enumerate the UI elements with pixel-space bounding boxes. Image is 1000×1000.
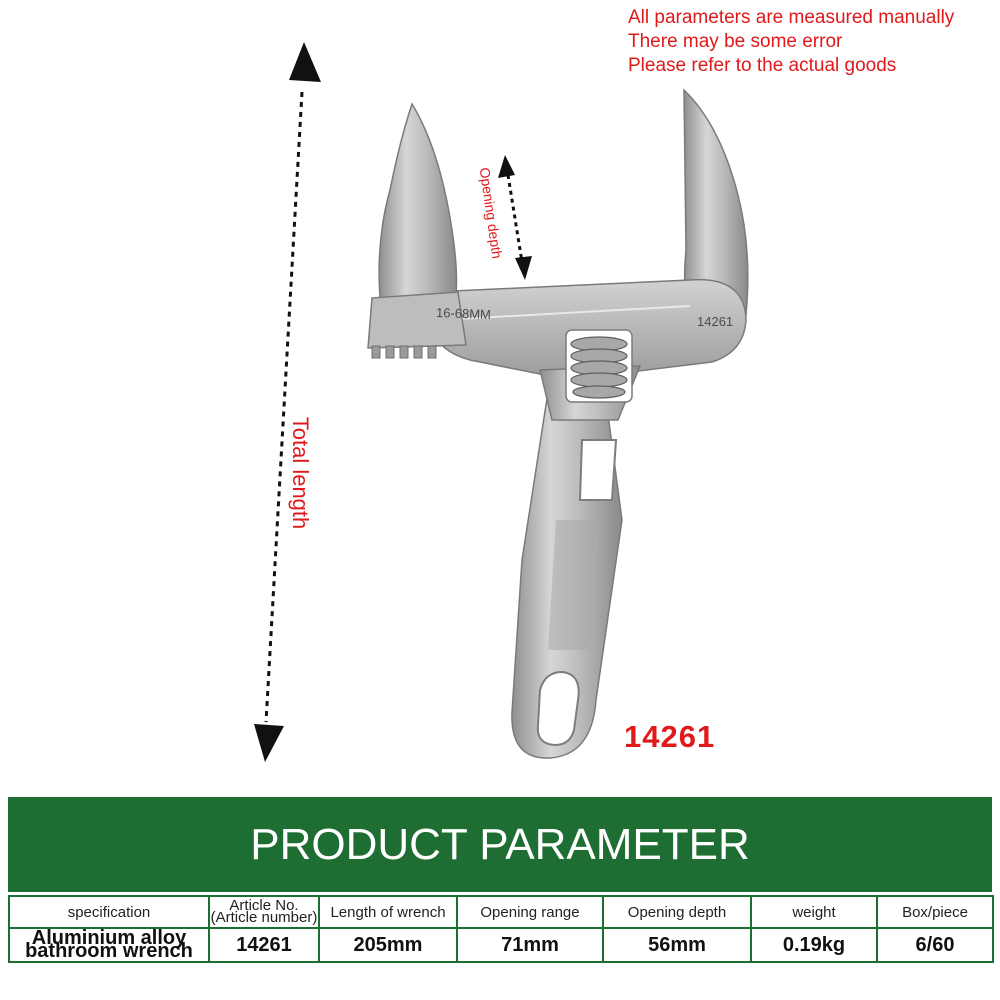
value-length: 205mm	[318, 927, 458, 963]
value-opening-range: 71mm	[456, 927, 604, 963]
value-spec-line2: bathroom wrench	[25, 940, 193, 962]
wrench	[367, 88, 749, 759]
header-opening-range: Opening range	[456, 895, 604, 929]
header-box: Box/piece	[876, 895, 994, 929]
table-row: Aluminium alloy bathroom wrench 14261 20…	[8, 927, 994, 963]
value-specification: Aluminium alloy bathroom wrench	[8, 927, 210, 963]
engraved-range: 16-68MM	[435, 305, 492, 322]
header-article: Article No. (Article number)	[208, 895, 320, 929]
wrench-illustration	[254, 42, 749, 762]
note-line-3: Please refer to the actual goods	[628, 55, 897, 76]
header-weight: weight	[750, 895, 878, 929]
total-length-arrow	[254, 42, 321, 762]
header-opening-depth: Opening depth	[602, 895, 752, 929]
value-article: 14261	[208, 927, 320, 963]
parameter-table: specification Article No. (Article numbe…	[8, 895, 994, 963]
header-specification: specification	[8, 895, 210, 929]
value-box: 6/60	[876, 927, 994, 963]
engraved-number: 14261	[697, 314, 734, 329]
header-article-line2: (Article number)	[210, 909, 318, 926]
value-weight: 0.19kg	[750, 927, 878, 963]
product-parameter-banner: PRODUCT PARAMETER	[8, 797, 992, 892]
note-line-1: All parameters are measured manually	[628, 7, 955, 28]
disclaimer-notes: All parameters are measured manually The…	[628, 6, 954, 78]
value-opening-depth: 56mm	[602, 927, 752, 963]
total-length-label: Total length	[288, 416, 313, 530]
note-line-2: There may be some error	[628, 31, 843, 52]
opening-depth-arrow	[498, 155, 532, 280]
model-number: 14261	[624, 719, 716, 754]
header-length: Length of wrench	[318, 895, 458, 929]
header-article-line1: Article No.	[229, 897, 299, 914]
banner-title: PRODUCT PARAMETER	[250, 819, 750, 869]
value-spec-line1: Aluminium alloy	[31, 928, 187, 949]
table-header-row: specification Article No. (Article numbe…	[8, 895, 994, 929]
